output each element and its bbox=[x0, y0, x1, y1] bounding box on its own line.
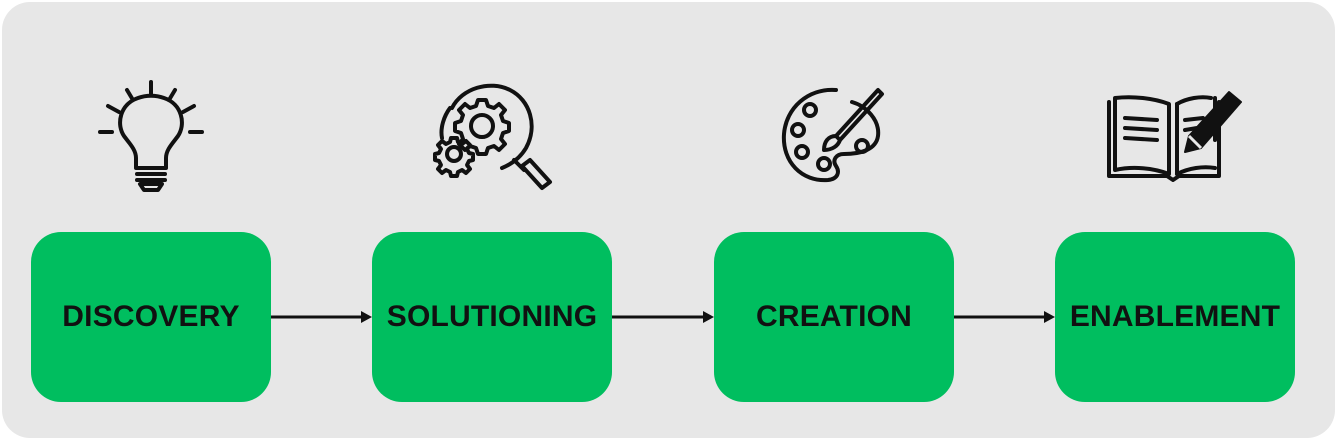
arrow-discovery-to-solutioning bbox=[271, 311, 372, 323]
step-enablement-label: ENABLEMENT bbox=[1069, 300, 1281, 333]
gear-magnifier-icon bbox=[433, 83, 552, 190]
step-discovery-box: DISCOVERY bbox=[31, 232, 271, 402]
step-creation-label: CREATION bbox=[755, 300, 913, 333]
step-solutioning-label: SOLUTIONING bbox=[386, 300, 598, 333]
step-enablement-box: ENABLEMENT bbox=[1055, 232, 1295, 402]
step-solutioning-box: SOLUTIONING bbox=[372, 232, 612, 402]
paint-palette-icon bbox=[781, 87, 884, 183]
open-book-pencil-icon bbox=[1107, 91, 1242, 182]
arrow-creation-to-enablement bbox=[954, 311, 1055, 323]
lightbulb-icon bbox=[98, 80, 204, 192]
step-discovery-label: DISCOVERY bbox=[62, 300, 240, 333]
arrow-solutioning-to-creation bbox=[612, 311, 714, 323]
step-creation-box: CREATION bbox=[714, 232, 954, 402]
